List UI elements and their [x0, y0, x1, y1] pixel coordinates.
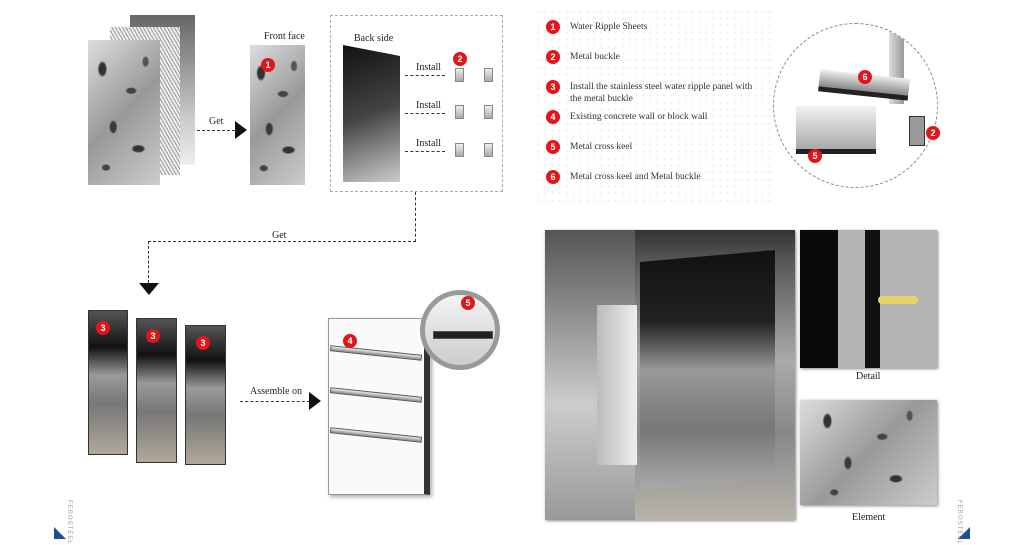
badge-2: 2 — [453, 52, 467, 66]
badge-3: 3 — [146, 329, 160, 343]
detail-label: Detail — [856, 371, 881, 382]
back-side-box — [330, 15, 503, 192]
installation-detail-circle — [773, 23, 938, 188]
badge-5: 5 — [461, 296, 475, 310]
legend-badge: 2 — [546, 50, 560, 64]
legend-badge: 1 — [546, 20, 560, 34]
back-side-panel-image — [343, 45, 400, 182]
back-side-label: Back side — [354, 33, 394, 44]
detail-photo — [800, 230, 937, 368]
assemble-arrow-head — [309, 392, 321, 410]
installed-panel-2 — [136, 318, 177, 463]
element-photo — [800, 400, 937, 505]
legend-text: Existing concrete wall or block wall — [570, 112, 708, 122]
buckle-icon — [484, 68, 493, 82]
buckle-icon — [455, 143, 464, 157]
buckle-icon — [455, 68, 464, 82]
legend-text: Metal cross keel — [570, 142, 633, 152]
badge-2: 2 — [926, 126, 940, 140]
front-face-panel-image — [250, 45, 305, 185]
badge-3: 3 — [96, 321, 110, 335]
install-arrow-2 — [405, 113, 445, 114]
brand-side-text: FEROSTEEL — [66, 500, 72, 545]
badge-5: 5 — [808, 149, 822, 163]
install-label-2: Install — [416, 100, 441, 111]
legend-badge: 3 — [546, 80, 560, 94]
connector-arrow-head — [139, 283, 159, 295]
legend-badge: 6 — [546, 170, 560, 184]
legend-background — [535, 8, 775, 203]
front-face-label: Front face — [264, 31, 305, 42]
get-arrow-head — [235, 121, 247, 139]
water-ripple-sheet-image — [88, 40, 160, 185]
connector-line — [148, 192, 416, 242]
buckle-icon — [484, 143, 493, 157]
legend-text: Metal buckle — [570, 52, 620, 62]
legend-text: Metal cross keel and Metal buckle — [570, 172, 701, 182]
connector-line-down — [148, 241, 149, 283]
corner-triangle — [958, 527, 970, 539]
badge-1: 1 — [261, 58, 275, 72]
install-label-1: Install — [416, 62, 441, 73]
legend-text: Install the stainless steel water ripple… — [570, 82, 753, 104]
corner-triangle — [54, 527, 66, 539]
install-label-3: Install — [416, 138, 441, 149]
badge-6: 6 — [858, 70, 872, 84]
element-label: Element — [852, 512, 886, 523]
get-arrow-line — [197, 130, 235, 131]
buckle-icon — [484, 105, 493, 119]
install-arrow-3 — [405, 151, 445, 152]
get-label-2: Get — [272, 230, 287, 241]
legend-badge: 4 — [546, 110, 560, 124]
badge-3: 3 — [196, 336, 210, 350]
installed-panel-1 — [88, 310, 128, 455]
keel-zoom-circle — [420, 290, 500, 370]
legend-text: Water Ripple Sheets — [570, 22, 648, 32]
assemble-arrow-line — [240, 401, 310, 402]
interior-photo — [545, 230, 795, 520]
buckle-icon — [455, 105, 464, 119]
legend-badge: 5 — [546, 140, 560, 154]
get-label: Get — [209, 116, 224, 127]
badge-4: 4 — [343, 334, 357, 348]
install-arrow-1 — [405, 75, 445, 76]
assemble-on-label: Assemble on — [250, 386, 302, 397]
